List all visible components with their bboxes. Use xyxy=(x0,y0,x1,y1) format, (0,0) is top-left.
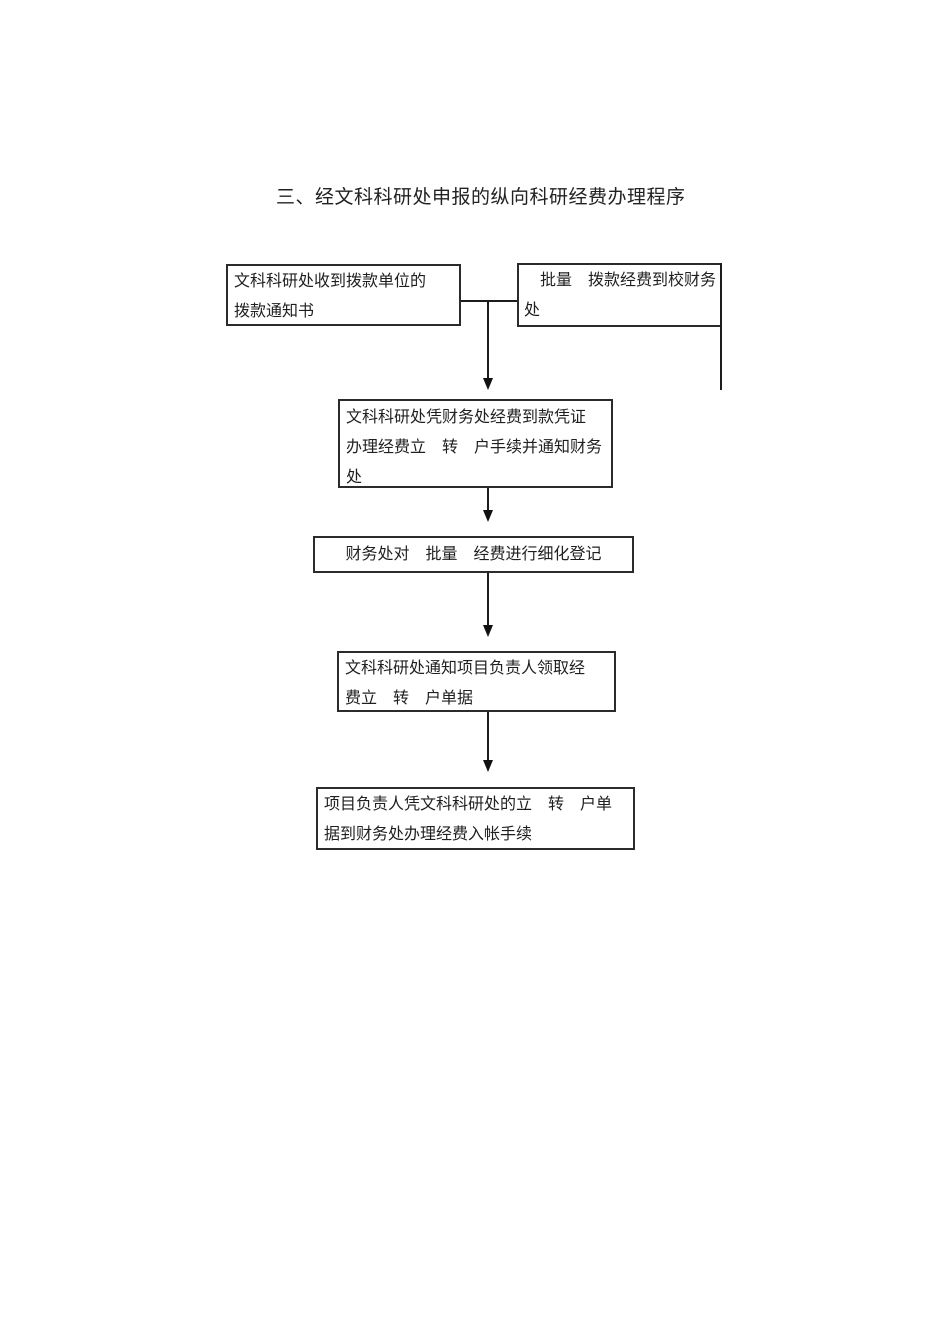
arrow-shaft-to-box6 xyxy=(487,712,489,761)
flow-node-leader-handles-posting: 项目负责人凭文科科研处的立 转 户单 据到财务处办理经费入帐手续 xyxy=(316,787,635,850)
flow-node-finance-itemized-registration: 财务处对 批量 经费进行细化登记 xyxy=(313,536,634,573)
flow-node-notify-project-leader: 文科科研处通知项目负责人领取经 费立 转 户单据 xyxy=(337,651,616,712)
connector-horizontal-line xyxy=(461,300,517,302)
page-title: 三、经文科科研处申报的纵向科研经费办理程序 xyxy=(276,187,686,208)
connector-box2-tail-line xyxy=(720,263,722,390)
arrow-shaft-to-box3 xyxy=(487,301,489,379)
arrow-shaft-to-box4 xyxy=(487,488,489,512)
arrow-head-to-box5 xyxy=(483,625,493,637)
arrow-shaft-to-box5 xyxy=(487,573,489,626)
arrow-head-to-box3 xyxy=(483,378,493,390)
arrow-head-to-box4 xyxy=(483,510,493,522)
arrow-head-to-box6 xyxy=(483,760,493,772)
flow-node-funding-notice-received: 文科科研处收到拨款单位的 拨款通知书 xyxy=(226,264,461,326)
flow-node-batch-funds-arrive: 批量 拨款经费到校财务 处 xyxy=(517,263,722,327)
flow-node-transfer-account-procedure: 文科科研处凭财务处经费到款凭证 办理经费立 转 户手续并通知财务 处 xyxy=(338,399,613,488)
